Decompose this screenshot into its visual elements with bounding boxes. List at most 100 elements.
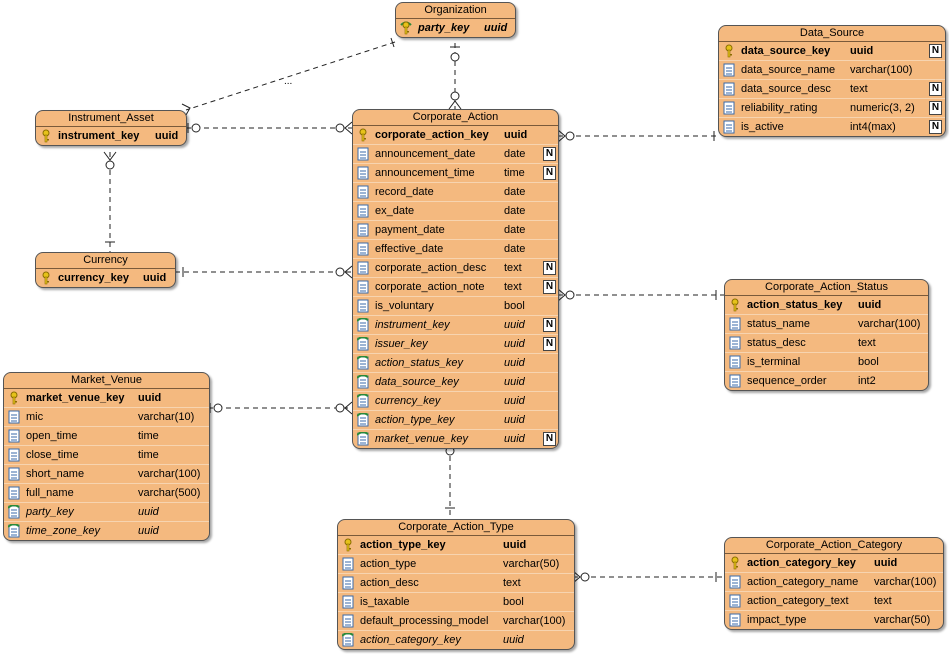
column-type: uuid [504, 319, 525, 331]
foreign-key-column-icon [357, 394, 369, 408]
column-name: close_time [26, 449, 79, 461]
primary-key-icon [359, 128, 367, 142]
column-name: data_source_key [741, 45, 831, 57]
column-type: varchar(50) [503, 558, 560, 570]
nullable-icon: N [543, 318, 556, 332]
foreign-key-column-icon [357, 318, 369, 332]
nullable-icon: N [929, 44, 942, 58]
column-type: uuid [504, 376, 525, 388]
column-type: int4(max) [850, 121, 896, 133]
column-type: date [504, 186, 526, 198]
column-name: action_status_key [375, 357, 464, 369]
column-name: full_name [26, 487, 74, 499]
column-type: uuid [504, 414, 525, 426]
column-name: party_key [418, 22, 470, 34]
column-icon [357, 204, 369, 218]
column-name: corporate_action_key [375, 129, 489, 141]
column-icon [342, 595, 354, 609]
column-name: effective_date [375, 243, 444, 255]
column-type: uuid [850, 45, 874, 57]
column-icon [357, 147, 369, 161]
column-type: varchar(100) [850, 64, 913, 76]
column-row[interactable]: data_source_key uuid N [719, 42, 945, 61]
column-icon [723, 101, 735, 115]
column-type: uuid [504, 395, 525, 407]
column-icon [357, 223, 369, 237]
nullable-icon: N [543, 432, 556, 446]
column-icon [357, 280, 369, 294]
column-type: text [850, 83, 868, 95]
column-type: uuid [503, 539, 527, 551]
column-type: varchar(100) [138, 468, 201, 480]
entity-title: Data_Source [719, 26, 945, 42]
rel-organization-corporate-action [448, 43, 462, 110]
primary-key-icon [344, 538, 352, 552]
column-name: default_processing_model [360, 615, 489, 627]
foreign-key-column-icon [357, 356, 369, 370]
rel-organization-instrument-asset [181, 37, 396, 116]
primary-key-icon [731, 298, 739, 312]
primary-key-icon [42, 129, 50, 143]
rel-data-source-corporate-action [557, 129, 718, 143]
column-icon [8, 448, 20, 462]
